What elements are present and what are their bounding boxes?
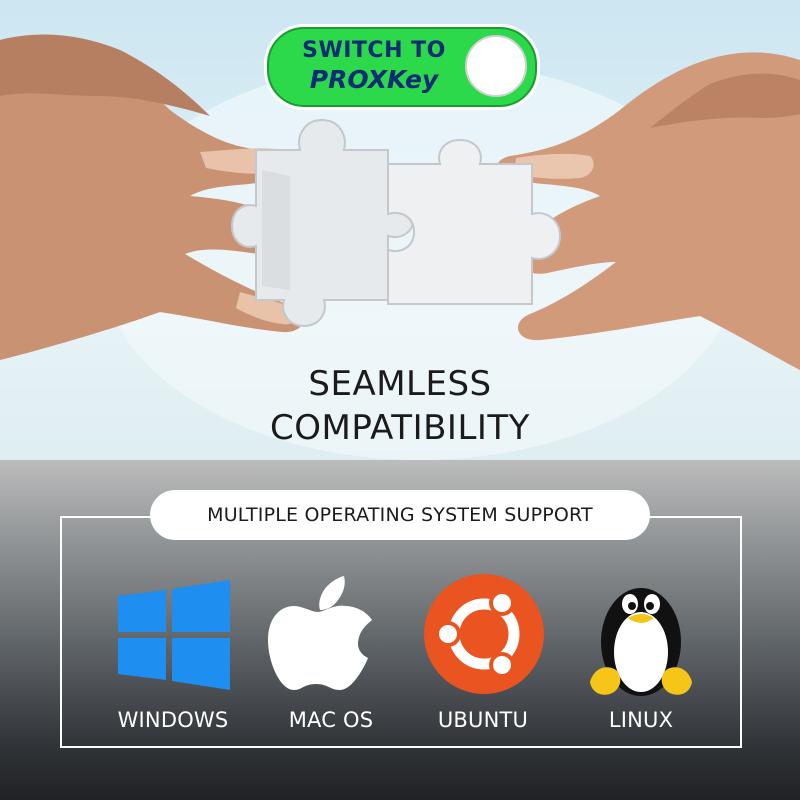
puzzle-pieces	[230, 118, 562, 328]
os-label-windows: WINDOWS	[117, 708, 229, 732]
os-label-linux: LINUX	[608, 708, 674, 732]
right-hand	[496, 52, 800, 370]
apple-logo-icon	[268, 576, 372, 690]
os-item-linux: LINUX	[556, 570, 726, 750]
os-item-macos: MAC OS	[246, 570, 416, 750]
switch-label-brand: PROXKey	[309, 65, 439, 94]
hero-photo: SEAMLESS COMPATIBILITY SWITCH TO PROXKey	[0, 0, 800, 460]
os-label-macos: MAC OS	[288, 708, 374, 732]
ubuntu-logo-icon	[424, 574, 544, 694]
switch-label-line1: SWITCH TO	[302, 38, 446, 63]
switch-to-proxkey-toggle[interactable]: SWITCH TO PROXKey	[264, 24, 540, 110]
os-label-ubuntu: UBUNTU	[437, 708, 529, 732]
os-item-windows: WINDOWS	[88, 570, 258, 750]
linux-penguin-icon	[590, 588, 692, 696]
switch-knob	[465, 35, 527, 97]
os-support-heading: MULTIPLE OPERATING SYSTEM SUPPORT	[150, 490, 650, 540]
hero-title-line2: COMPATIBILITY	[270, 408, 530, 448]
hero-title: SEAMLESS COMPATIBILITY	[0, 362, 800, 450]
puzzle-hands-illustration	[0, 34, 800, 370]
hero-title-line1: SEAMLESS	[308, 364, 492, 404]
os-item-ubuntu: UBUNTU	[398, 570, 568, 750]
switch-label: SWITCH TO PROXKey	[289, 37, 459, 95]
windows-logo-icon	[118, 580, 230, 690]
